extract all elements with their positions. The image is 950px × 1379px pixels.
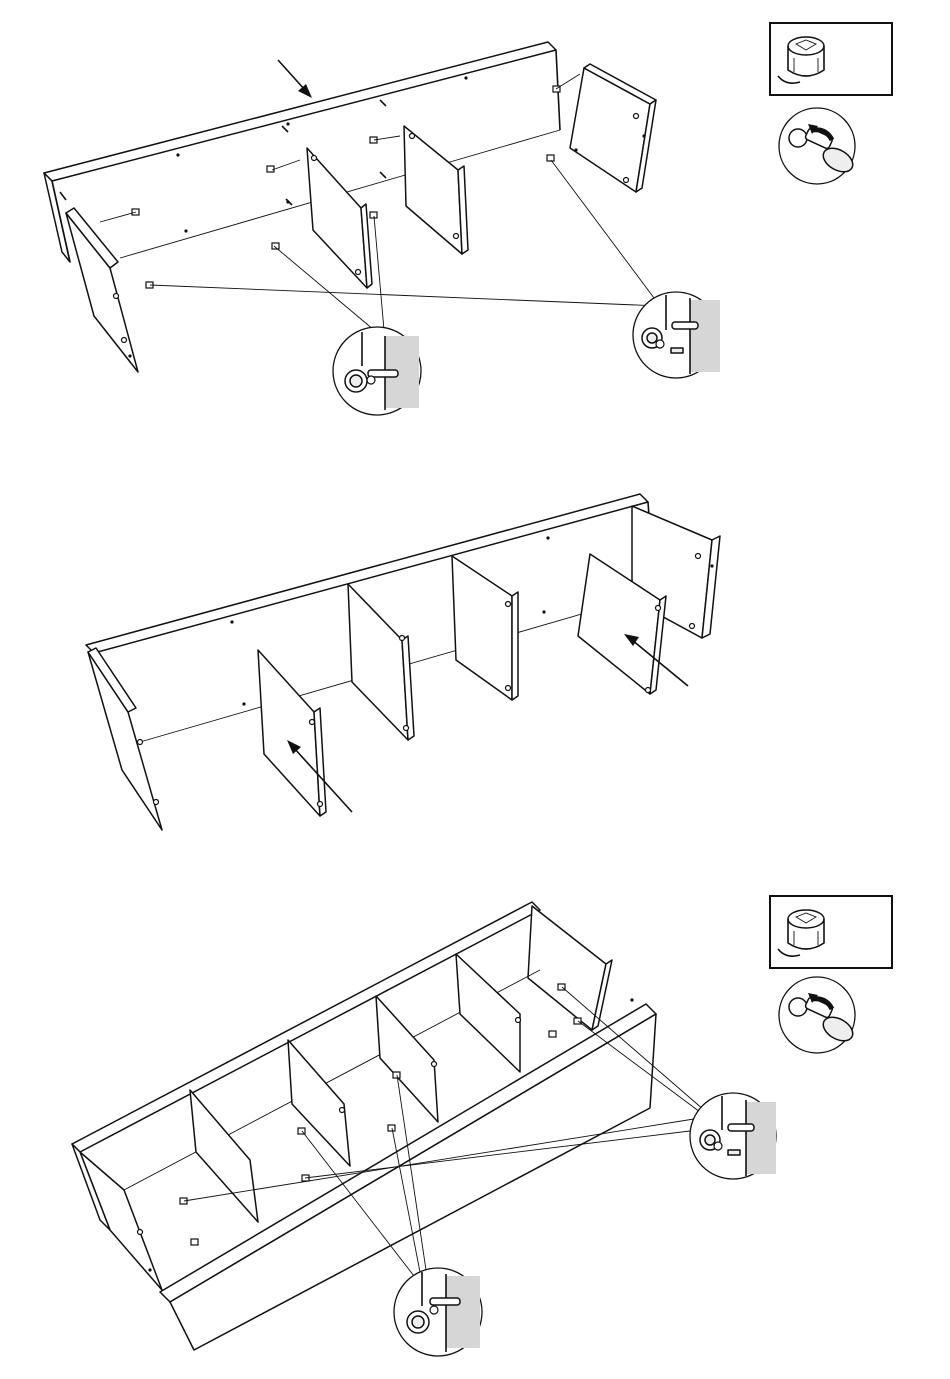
- insert-arrow-icon: [278, 60, 312, 98]
- screwdriver-turn-icon-2: [779, 977, 857, 1053]
- cam-lock-icon-2: [770, 896, 892, 968]
- right-side-panel: [570, 64, 656, 192]
- step-1-illustration: [44, 42, 660, 372]
- top-panel: [44, 42, 560, 262]
- cam-lock-detail-4: [394, 1268, 482, 1356]
- left-side-panel: [66, 208, 138, 372]
- cam-lock-detail-2: [633, 292, 720, 378]
- divider-1: [307, 148, 372, 288]
- divider-3: [258, 650, 326, 816]
- cam-lock-detail-1: [333, 327, 421, 415]
- step-3-illustration: [72, 902, 704, 1350]
- divider-2: [404, 126, 468, 254]
- divider-5: [452, 556, 518, 700]
- cam-lock-icon: [770, 23, 892, 95]
- cam-lock-detail-3: [690, 1093, 776, 1179]
- step-2-illustration: [86, 494, 720, 830]
- screwdriver-turn-icon: [779, 108, 857, 184]
- divider-4: [348, 584, 414, 740]
